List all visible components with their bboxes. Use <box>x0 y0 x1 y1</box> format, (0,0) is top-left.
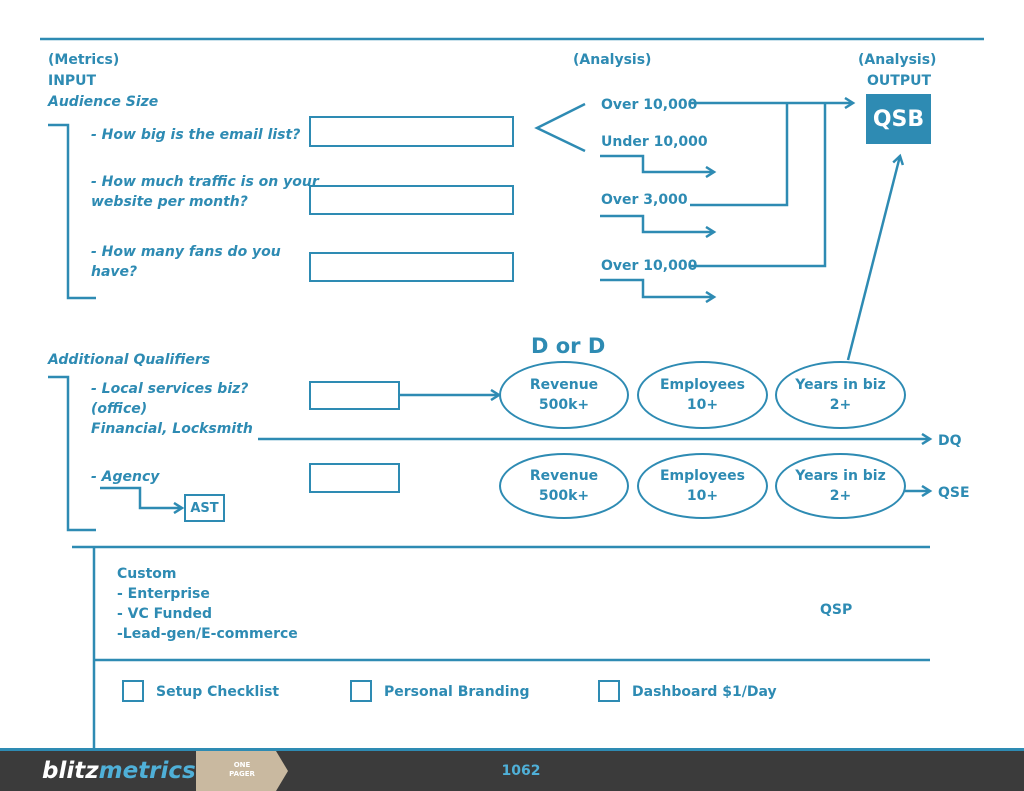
audience-size-title: Audience Size <box>48 94 159 110</box>
oval-line2: 500k+ <box>538 397 590 413</box>
blitzmetrics-logo: blitzmetrics <box>42 756 196 786</box>
footer-accent-line <box>0 748 1024 751</box>
qsp-label: QSP <box>820 602 853 618</box>
oval-line1: Years in biz <box>795 468 886 484</box>
email-list-input-box <box>309 116 514 147</box>
tag-line-pager: PAGER <box>229 770 255 778</box>
output-label: OUTPUT <box>867 73 931 89</box>
local-services-line1: - Local services biz? <box>91 381 249 397</box>
fans-input-box <box>309 252 514 282</box>
custom-item-enterprise: - Enterprise <box>117 586 210 602</box>
input-label: INPUT <box>48 73 97 89</box>
revenue-oval-row2: Revenue 500k+ <box>499 453 629 519</box>
one-pager-tag-text: ONE PAGER <box>224 761 260 779</box>
traffic-over-line <box>690 103 789 207</box>
oval-line1: Revenue <box>529 377 599 393</box>
traffic-over-threshold: Over 3,000 <box>601 192 688 208</box>
dashboard-label: Dashboard $1/Day <box>632 684 777 700</box>
qsb-output-box: QSB <box>866 94 931 144</box>
oval-line2: 2+ <box>829 397 852 413</box>
fans-over-threshold: Over 10,000 <box>601 258 698 274</box>
oval-line1: Employees <box>659 377 746 393</box>
email-under-threshold: Under 10,000 <box>601 134 708 150</box>
logo-part-metrics: metrics <box>98 758 196 784</box>
metrics-label: (Metrics) <box>48 52 120 68</box>
additional-qualifiers-title: Additional Qualifiers <box>48 352 211 368</box>
agency-label: - Agency <box>91 469 160 485</box>
oval-line1: Revenue <box>529 468 599 484</box>
tag-line-one: ONE <box>233 761 251 769</box>
analysis-mid-label: (Analysis) <box>573 52 652 68</box>
custom-item-leadgen: -Lead-gen/E-commerce <box>117 626 298 642</box>
traffic-question-line2: website per month? <box>91 194 248 210</box>
analysis-right-label: (Analysis) <box>858 52 937 68</box>
dashboard-checkbox[interactable] <box>598 680 620 702</box>
setup-checklist-label: Setup Checklist <box>156 684 280 700</box>
fans-question-line1: - How many fans do you <box>91 244 281 260</box>
local-services-line3: Financial, Locksmith <box>91 421 253 437</box>
local-services-input-box <box>309 381 400 410</box>
custom-title: Custom <box>117 566 177 582</box>
email-under-arrow <box>600 154 714 172</box>
years-oval-row2: Years in biz 2+ <box>775 453 906 519</box>
fans-over-line <box>690 103 827 268</box>
page-number: 1062 <box>501 763 541 779</box>
local-services-line2: (office) <box>91 401 148 417</box>
oval-line2: 500k+ <box>538 488 590 504</box>
personal-branding-label: Personal Branding <box>384 684 530 700</box>
oval-line2: 10+ <box>686 397 719 413</box>
years-oval-row1: Years in biz 2+ <box>775 361 906 429</box>
custom-item-vc-funded: - VC Funded <box>117 606 213 622</box>
email-over-threshold: Over 10,000 <box>601 97 698 113</box>
personal-branding-checkbox[interactable] <box>350 680 372 702</box>
oval-line2: 10+ <box>686 488 719 504</box>
email-chevron <box>534 102 586 153</box>
ast-box: AST <box>184 494 225 522</box>
logo-part-blitz: blitz <box>42 758 99 784</box>
traffic-question-line1: - How much traffic is on your <box>91 174 319 190</box>
traffic-under-arrow <box>600 214 714 232</box>
fans-under-arrow <box>600 278 714 297</box>
oval-line2: 2+ <box>829 488 852 504</box>
revenue-oval-row1: Revenue 500k+ <box>499 361 629 429</box>
setup-checklist-checkbox[interactable] <box>122 680 144 702</box>
traffic-input-box <box>309 185 514 215</box>
qse-label: QSE <box>938 485 970 501</box>
agency-input-box <box>309 463 400 493</box>
email-list-question: - How big is the email list? <box>91 127 301 143</box>
audience-bracket <box>48 123 96 300</box>
years-to-qsb-arrow <box>846 156 900 361</box>
employees-oval-row1: Employees 10+ <box>637 361 768 429</box>
employees-oval-row2: Employees 10+ <box>637 453 768 519</box>
oval-line1: Employees <box>659 468 746 484</box>
footer-bar <box>0 751 1024 791</box>
fans-question-line2: have? <box>91 264 138 280</box>
qualifiers-bracket <box>48 375 96 532</box>
oval-line1: Years in biz <box>795 377 886 393</box>
dq-label: DQ <box>938 433 962 449</box>
agency-to-ast-arrow <box>100 486 182 508</box>
d-or-d-heading: D or D <box>531 334 606 358</box>
